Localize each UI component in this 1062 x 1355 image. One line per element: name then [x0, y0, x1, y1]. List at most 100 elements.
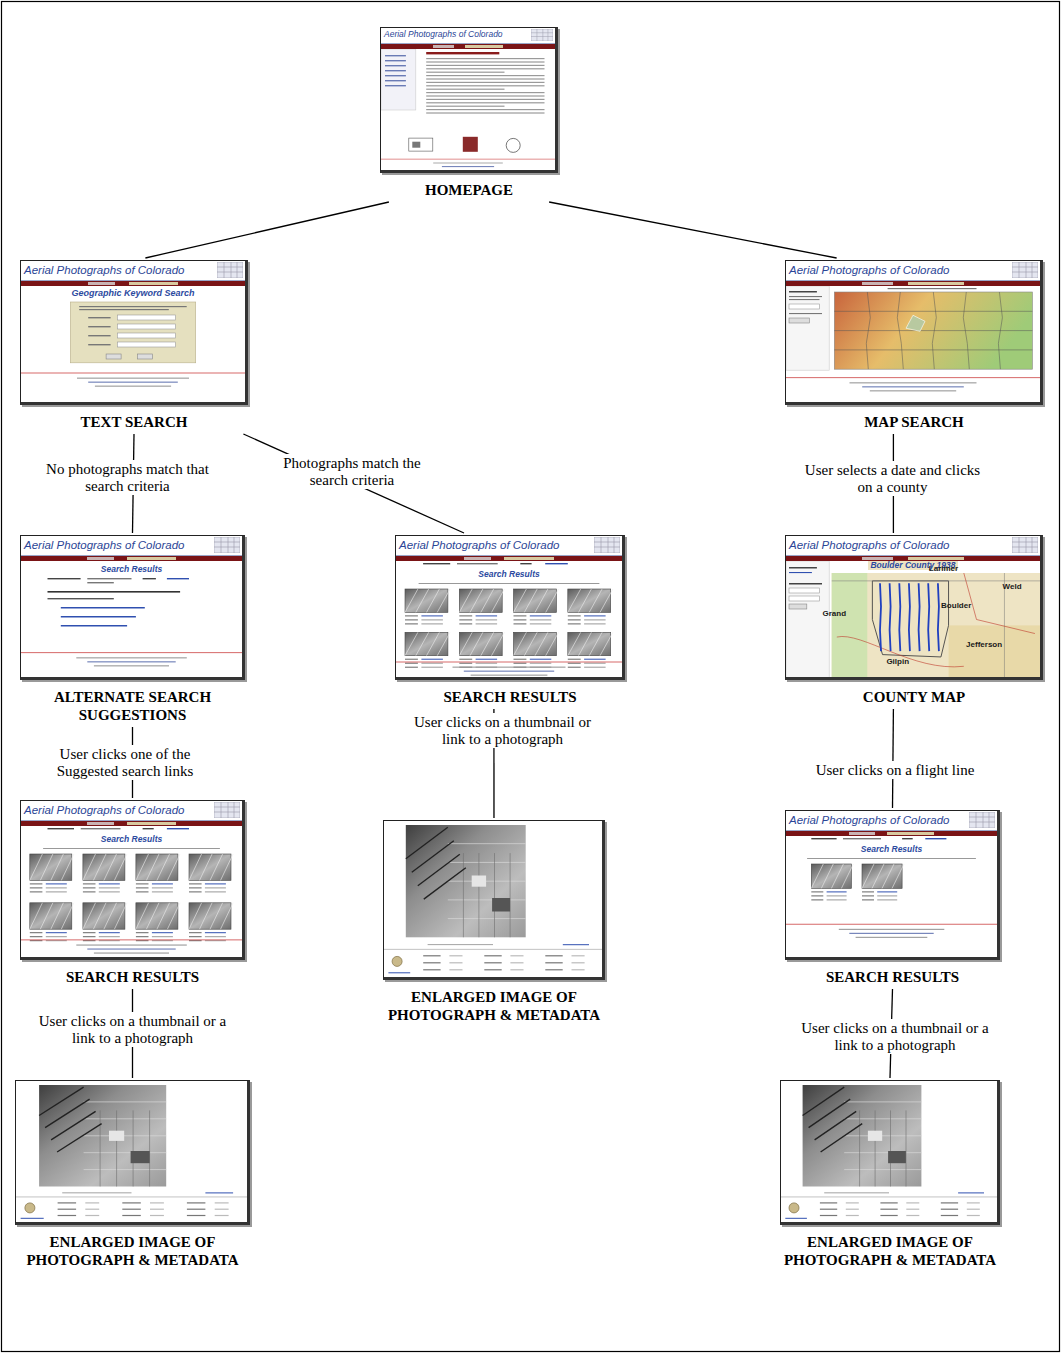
screenshot-detail	[46, 891, 67, 892]
screenshot-detail	[815, 1111, 857, 1139]
screenshot-detail	[217, 262, 243, 278]
screenshot-detail	[83, 940, 96, 941]
screenshot-detail	[484, 955, 501, 956]
screenshot-detail	[545, 969, 562, 970]
screenshot-detail	[424, 868, 466, 899]
screenshot-detail	[426, 72, 504, 73]
screenshot-detail	[967, 1209, 980, 1210]
screenshot-frame: Aerial Photographs of ColoradoBoulder Co…	[785, 535, 1043, 680]
screenshot-detail	[514, 623, 527, 624]
screenshot-detail	[189, 891, 202, 892]
screenshot-detail	[146, 903, 159, 929]
screenshot-detail	[832, 573, 868, 678]
screenshot-detail	[459, 632, 472, 655]
screenshot-detail	[514, 619, 527, 620]
screenshot-illustration	[786, 561, 1040, 678]
nav-tab	[127, 557, 176, 560]
nav-tab	[908, 282, 964, 285]
screenshot-detail	[131, 1151, 150, 1163]
screenshot-detail	[832, 580, 1040, 581]
screenshot-detail	[122, 1202, 141, 1203]
header-map-icon	[594, 537, 620, 553]
screenshot-detail	[189, 903, 231, 929]
screenshot-detail	[530, 623, 552, 624]
screenshot-detail	[535, 632, 548, 655]
screenshot-detail	[839, 929, 945, 930]
screenshot-detail	[221, 903, 234, 929]
screenshot-detail	[1012, 537, 1038, 553]
screenshot-detail	[969, 812, 995, 828]
screenshot-detail	[421, 615, 443, 616]
county-name: Weld	[1003, 583, 1022, 591]
screen-caption: SEARCH RESULTS	[20, 968, 245, 986]
screenshot-detail	[392, 956, 402, 966]
page-heading-text: Search Results	[99, 834, 164, 844]
screenshot-detail	[83, 887, 96, 888]
screenshot-detail	[789, 291, 817, 293]
screenshot-detail	[453, 667, 566, 668]
screenshot-detail	[476, 663, 498, 664]
screenshot-detail	[520, 563, 531, 564]
screenshot-detail	[476, 659, 498, 660]
screenshot-detail	[545, 563, 568, 564]
screenshot-detail	[531, 29, 553, 41]
screenshot-detail	[58, 1215, 77, 1216]
screenshot-detail	[81, 828, 121, 829]
screenshot-detail	[214, 802, 240, 818]
screenshot-detail	[484, 969, 501, 970]
screenshot-detail	[811, 895, 823, 896]
edge-label: No photographs match that search criteri…	[35, 461, 220, 496]
screenshot-detail	[448, 881, 526, 882]
connector-line	[549, 202, 837, 258]
screenshot-detail	[136, 883, 149, 884]
screenshot-detail	[789, 1203, 799, 1213]
screenshot-detail	[122, 1215, 141, 1216]
screenshot-detail	[200, 854, 213, 880]
screenshot-detail	[850, 382, 977, 383]
screen-content: Search Results	[21, 561, 242, 678]
screenshot-detail	[214, 802, 240, 818]
screenshot-detail	[789, 583, 822, 585]
screenshot-detail	[856, 937, 928, 938]
screenshot-detail	[870, 390, 956, 391]
screenshot-detail	[88, 317, 110, 318]
screen-caption: HOMEPAGE	[380, 181, 558, 199]
screenshot-detail	[568, 615, 581, 616]
edge-label-text: No photographs match that search criteri…	[44, 460, 211, 495]
edge-label: User clicks one of the Suggested search …	[30, 746, 220, 781]
screenshot-detail	[85, 1215, 99, 1216]
screenshot-detail	[405, 589, 448, 612]
screen-content: Search Results	[396, 561, 622, 678]
screenshot-detail	[426, 109, 544, 110]
screenshot-detail	[187, 1215, 206, 1216]
screen-caption: ENLARGED IMAGE OF PHOTOGRAPH & METADATA	[15, 1233, 250, 1269]
screenshot-detail	[524, 589, 537, 612]
screenshot-detail	[831, 864, 843, 888]
page-heading-text: Geographic Keyword Search	[69, 288, 196, 298]
screenshot-detail	[789, 596, 820, 601]
screenshot-detail	[385, 65, 406, 66]
screenshot-detail	[811, 899, 823, 900]
header-map-icon	[969, 812, 995, 828]
nav-tab	[433, 45, 454, 48]
screenshot-detail	[862, 891, 874, 892]
screenshot-detail	[841, 864, 853, 888]
screenshot-detail	[381, 49, 416, 110]
screenshot-detail	[88, 344, 110, 345]
screen-caption: ALTERNATE SEARCH SUGGESTIONS	[20, 688, 245, 724]
screen-caption: SEARCH RESULTS	[785, 968, 1000, 986]
screenshot-detail	[215, 1209, 229, 1210]
screenshot-detail	[46, 932, 67, 933]
screenshot-detail	[594, 537, 620, 553]
screenshot-detail	[46, 940, 67, 941]
page-heading-text: Search Results	[476, 569, 541, 579]
screenshot-detail	[58, 1209, 77, 1210]
screenshot-detail	[568, 632, 581, 655]
screenshot-detail	[423, 563, 450, 564]
screenshot-detail	[46, 936, 67, 937]
screenshot-detail	[844, 1152, 921, 1153]
screenshot-detail	[117, 315, 175, 320]
screenshot-detail	[25, 1203, 35, 1213]
screenshot-frame	[15, 1080, 250, 1225]
screenshot-detail	[844, 1118, 921, 1119]
